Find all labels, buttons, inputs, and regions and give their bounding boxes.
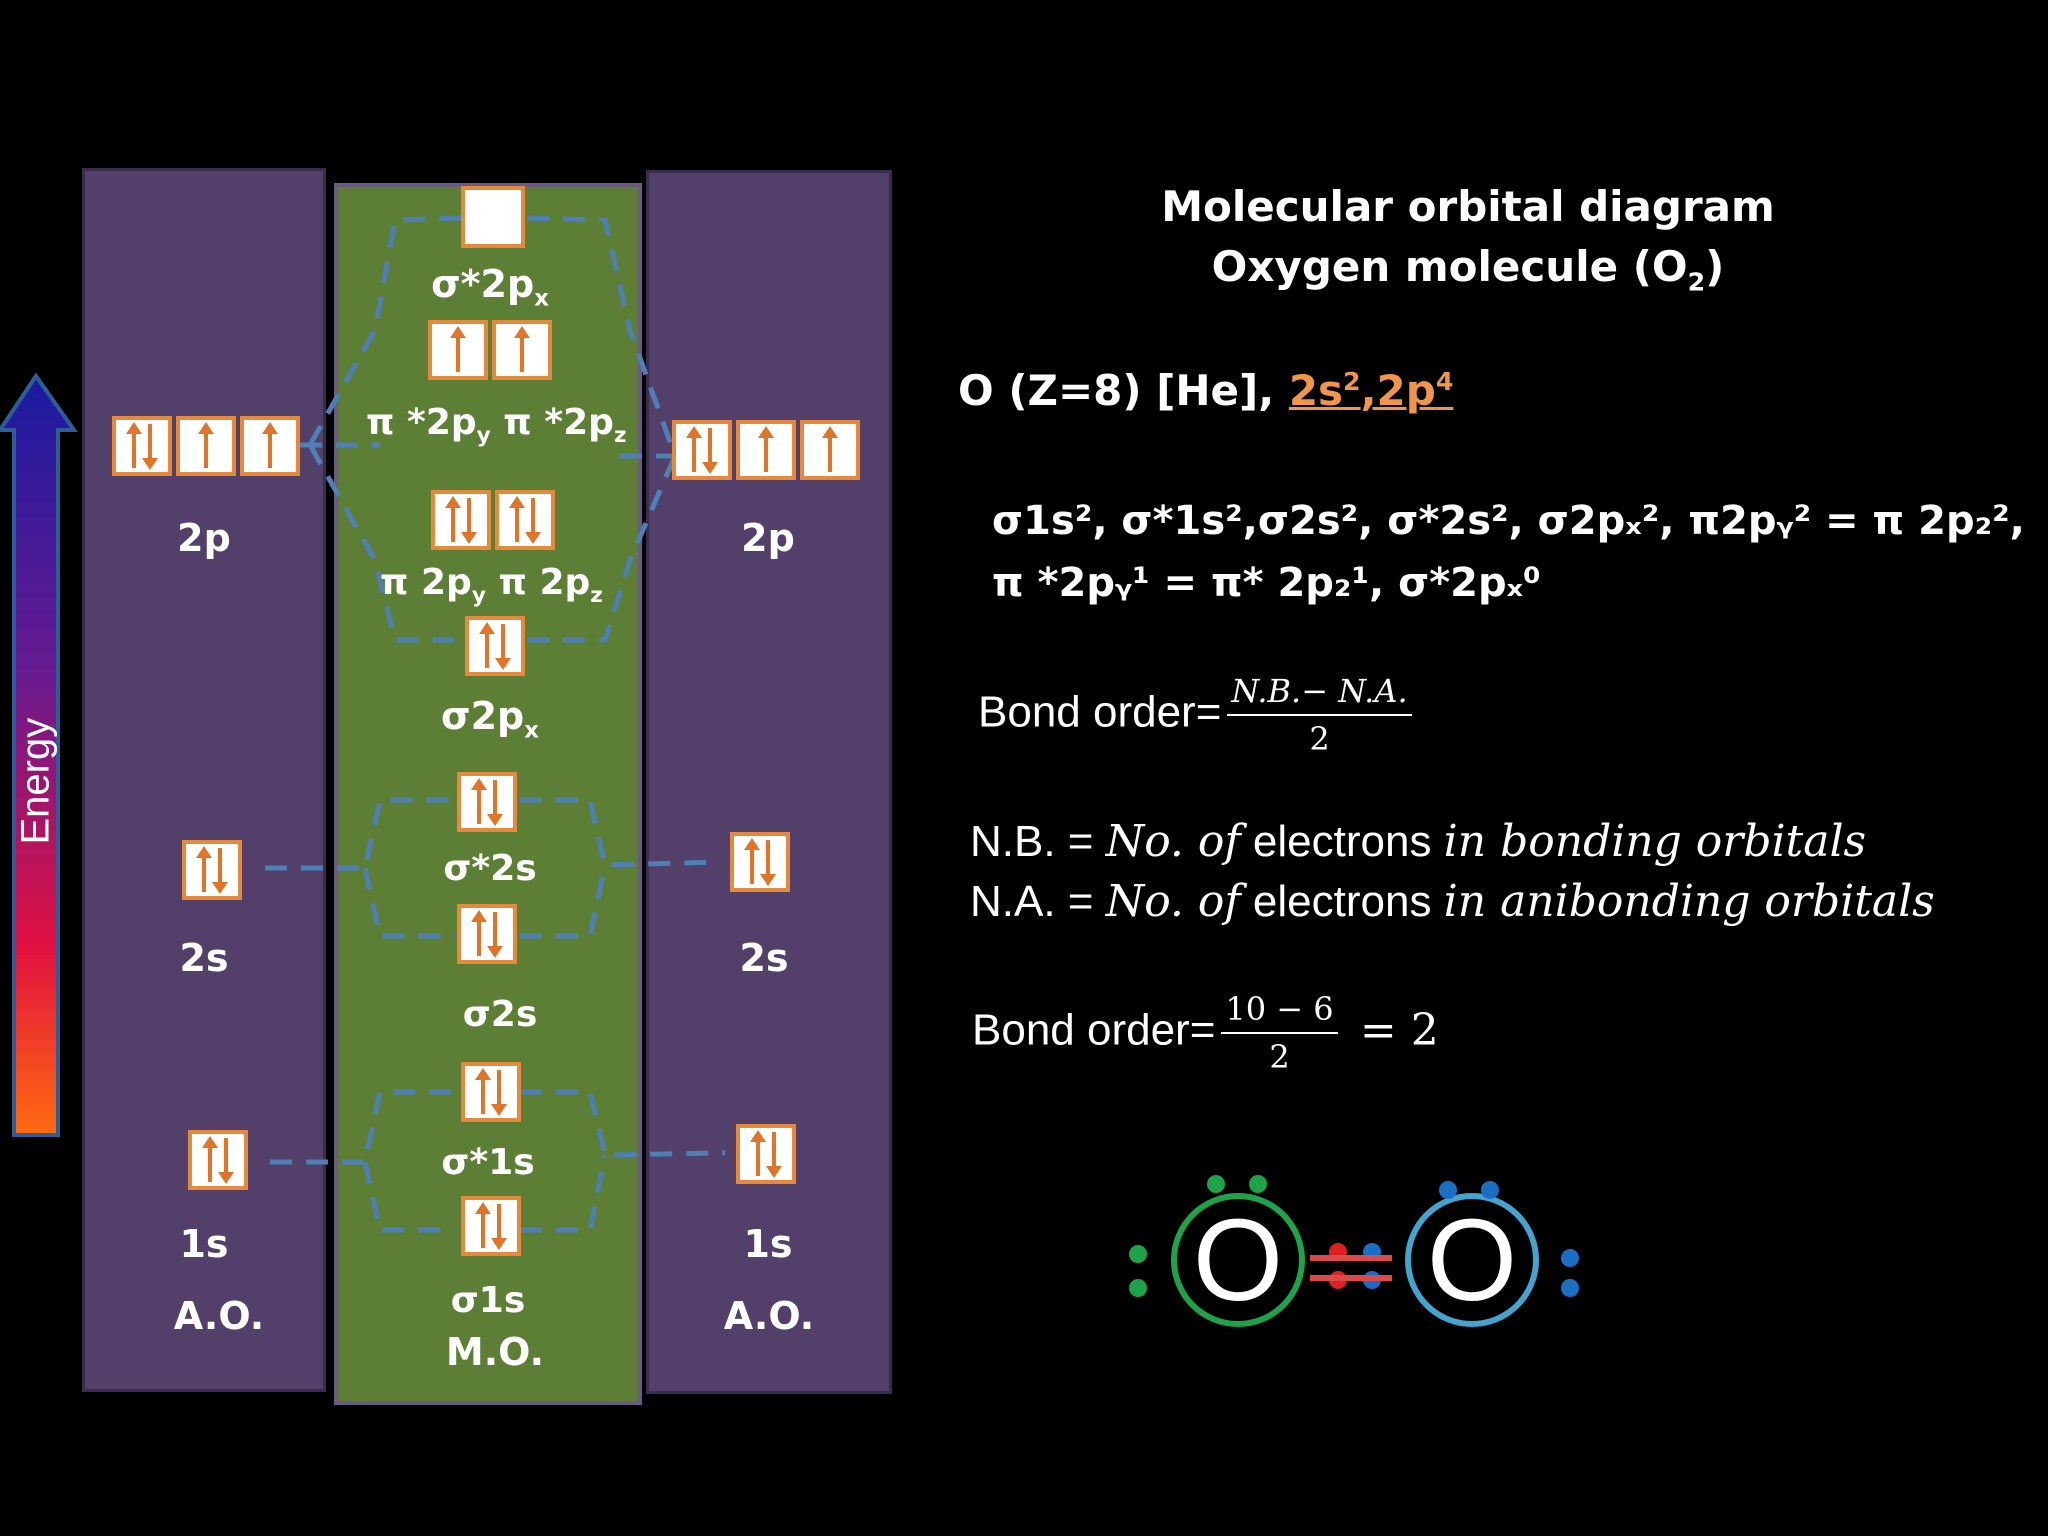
orbital-box	[736, 1124, 796, 1184]
left-label-2p: 2p	[177, 516, 231, 560]
electron-up-icon	[436, 324, 480, 376]
electron-up-icon	[248, 420, 292, 472]
title-line1: Molecular orbital diagram	[1161, 182, 1775, 231]
electron-pair-icon	[473, 620, 517, 672]
oxygen-right: O	[1427, 1195, 1517, 1325]
right-2p-boxes	[672, 420, 860, 480]
left-label-1s: 1s	[179, 1222, 229, 1266]
orbital-box	[431, 490, 491, 550]
right-2s-boxes	[730, 832, 790, 892]
electron-pair-icon	[465, 908, 509, 960]
lone-pairs-left	[1129, 1175, 1267, 1297]
electron-pair-icon	[465, 776, 509, 828]
lone-pairs-right	[1439, 1181, 1579, 1297]
electron-pair-icon	[469, 1066, 513, 1118]
title-line2: Oxygen molecule (O2)	[1211, 242, 1725, 297]
mo-label-pi-star: π *2py π *2pz	[366, 402, 627, 449]
double-bond	[1310, 1255, 1392, 1281]
mo-sigma-2s-boxes	[457, 904, 517, 964]
mo-label-sigma-star-2px: σ*2px	[431, 262, 549, 312]
mo-sigma-star-2s-boxes	[457, 772, 517, 832]
electron-pair-icon	[503, 494, 547, 546]
mo-label-sigma-2s: σ2s	[462, 994, 538, 1035]
electron-pair-icon	[196, 1134, 240, 1186]
orbital-box	[457, 904, 517, 964]
mo-config-line2: π *2pᵧ¹ = π* 2p₂¹, σ*2pₓ⁰	[992, 560, 1541, 606]
mo-sigma-star-2px-boxes	[461, 186, 525, 248]
mo-pi-boxes	[431, 490, 555, 550]
oxygen-left: O	[1193, 1195, 1283, 1325]
orbital-box	[492, 320, 552, 380]
connector-lines	[265, 215, 726, 1233]
orbital-box	[461, 1062, 521, 1122]
electron-pair-icon	[469, 1200, 513, 1252]
orbital-box	[112, 416, 172, 476]
mo-label-sigma-star-1s: σ*1s	[441, 1142, 535, 1183]
na-definition: N.A. = No. of electrons in anibonding or…	[970, 876, 1935, 927]
electron-pair-icon	[120, 420, 164, 472]
right-1s-boxes	[736, 1124, 796, 1184]
orbital-box	[672, 420, 732, 480]
mo-label-sigma-2px: σ2px	[441, 694, 539, 744]
right-label-2s: 2s	[739, 936, 789, 980]
nb-definition: N.B. = No. of electrons in bonding orbit…	[970, 816, 1867, 867]
mo-footer: M.O.	[445, 1330, 545, 1374]
orbital-box	[240, 416, 300, 476]
electron-pair-icon	[190, 844, 234, 896]
electron-pair-icon	[744, 1128, 788, 1180]
oxygen-left-ring	[1171, 1193, 1305, 1327]
orbital-box	[428, 320, 488, 380]
left-1s-boxes	[188, 1130, 248, 1190]
right-ao-panel	[646, 170, 892, 1394]
shared-electrons	[1329, 1243, 1381, 1289]
energy-arrow	[0, 372, 78, 1137]
orbital-box	[800, 420, 860, 480]
left-2p-boxes	[112, 416, 300, 476]
orbital-box	[736, 420, 796, 480]
orbital-box	[461, 1196, 521, 1256]
orbital-box	[182, 840, 242, 900]
lewis-structure: O O	[1129, 1175, 1579, 1327]
right-label-2p: 2p	[741, 516, 795, 560]
mo-label-pi: π 2py π 2pz	[380, 562, 603, 609]
mo-config-line1: σ1s², σ*1s²,σ2s², σ*2s², σ2pₓ², π2pᵧ² = …	[992, 498, 2025, 544]
orbital-box	[176, 416, 236, 476]
mo-sigma-1s-boxes	[461, 1196, 521, 1256]
left-label-2s: 2s	[179, 936, 229, 980]
left-footer: A.O.	[173, 1294, 265, 1338]
orbital-box	[730, 832, 790, 892]
electron-pair-icon	[680, 424, 724, 476]
right-footer: A.O.	[723, 1294, 815, 1338]
electron-pair-icon	[738, 836, 782, 888]
electron-up-icon	[744, 424, 788, 476]
electron-configuration: O (Z=8) [He], 2s2,2p4	[958, 366, 1454, 415]
mo-sigma-star-1s-boxes	[461, 1062, 521, 1122]
config-value: 2s2,2p4	[1288, 366, 1454, 415]
orbital-box	[495, 490, 555, 550]
oxygen-right-ring	[1405, 1193, 1539, 1327]
orbital-box	[457, 772, 517, 832]
orbital-box	[188, 1130, 248, 1190]
mo-pi-star-boxes	[428, 320, 552, 380]
mo-label-sigma-star-2s: σ*2s	[443, 848, 537, 889]
left-2s-boxes	[182, 840, 242, 900]
right-label-1s: 1s	[743, 1222, 793, 1266]
electron-up-icon	[808, 424, 852, 476]
mo-sigma-2px-boxes	[465, 616, 525, 676]
bond-order-formula: Bond order=N.B.− N.A.2	[978, 672, 1412, 758]
electron-pair-icon	[439, 494, 483, 546]
orbital-box	[465, 616, 525, 676]
electron-up-icon	[500, 324, 544, 376]
mo-label-sigma-1s: σ1s	[450, 1280, 526, 1321]
orbital-box	[461, 186, 525, 248]
electron-up-icon	[184, 420, 228, 472]
